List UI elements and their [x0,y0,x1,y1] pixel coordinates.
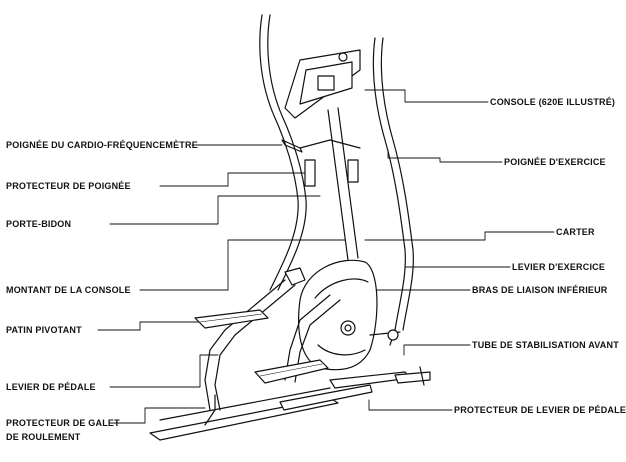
label-exercise-lever: LEVIER D'EXERCICE [512,262,606,272]
label-housing: CARTER [556,227,595,237]
label-grip-pulse: POIGNÉE DU CARDIO-FRÉQUENCEMÈTRE [6,140,198,150]
leader-console [364,89,489,103]
label-pedal-lever-guard: PROTECTEUR DE LEVIER DE PÉDALE [454,405,626,415]
label-front-stabilizer: TUBE DE STABILISATION AVANT [472,340,619,350]
console-head [284,49,361,119]
label-exercise-grip: POIGNÉE D'EXERCICE [504,157,606,167]
leader-exercise-grip [387,149,503,163]
label-pivot-pad: PATIN PIVOTANT [6,325,82,335]
leader-housing [364,231,555,241]
right-pedal-lever [254,294,341,384]
label-grip-protector: PROTECTEUR DE POIGNÉE [6,181,131,191]
right-exercise-arm [372,37,414,346]
label-roller-guard-line1: PROTECTEUR DE GALET [6,418,120,428]
grip-assembly [281,139,361,187]
leader-front-stabilizer [403,344,471,356]
elliptical-drawing [97,14,555,441]
left-pedal-lever [194,267,306,411]
leader-roller-guard [109,407,206,424]
leader-grip-protector [159,172,306,187]
leader-bottle-holder [109,195,321,225]
label-console: CONSOLE (620E ILLUSTRÉ) [490,97,616,107]
leader-console-mast [139,239,346,291]
label-pedal-lever: LEVIER DE PÉDALE [6,382,96,392]
label-bottle-holder: PORTE-BIDON [6,219,72,229]
housing [298,259,378,371]
base-rails [149,366,431,441]
leader-lines-left [97,144,346,424]
leader-pivot-pad [97,321,206,331]
label-roller-guard-line2: DE ROULEMENT [6,432,81,442]
elliptical-diagram: POIGNÉE DU CARDIO-FRÉQUENCEMÈTRE PROTECT… [6,14,626,442]
lower-link-arm [369,329,401,341]
leader-pedal-lever [109,354,219,388]
leader-pedal-guard [368,399,453,411]
left-exercise-arm [259,14,307,291]
leader-lines-right [364,89,555,411]
label-lower-link-arm: BRAS DE LIAISON INFÉRIEUR [472,285,608,295]
console-mast [327,107,359,261]
label-console-mast: MONTANT DE LA CONSOLE [6,285,131,295]
